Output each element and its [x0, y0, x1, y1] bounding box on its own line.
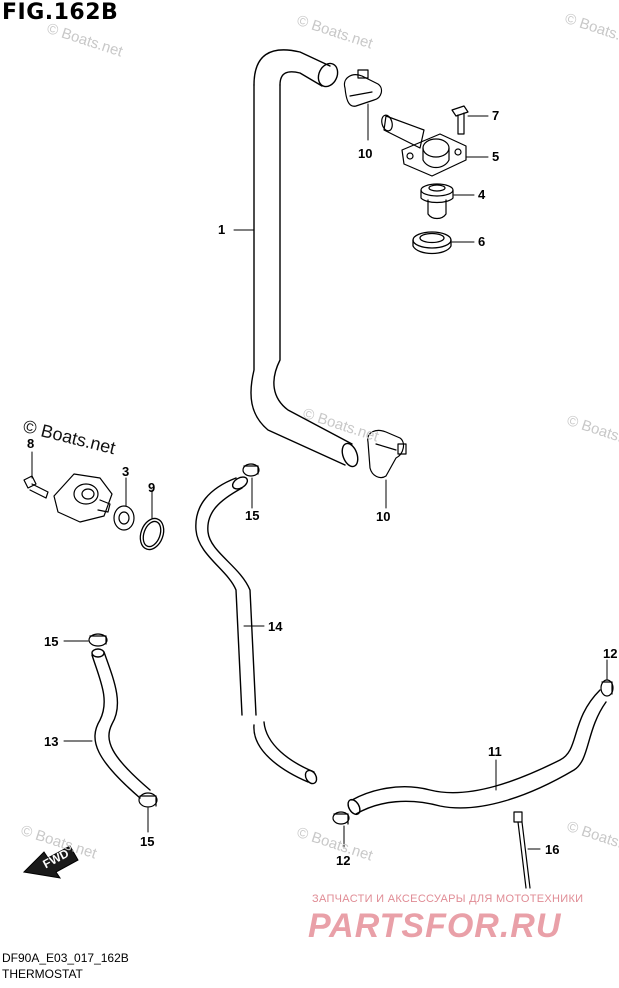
figure-title: FIG.162B — [2, 0, 119, 25]
callout-14: 14 — [268, 619, 283, 634]
promo-text: ЗАПЧАСТИ И АКСЕССУАРЫ ДЛЯ МОТОТЕХНИКИ — [312, 893, 584, 905]
clamp-15-left-top — [88, 633, 108, 647]
figure-caption: THERMOSTAT — [2, 967, 83, 981]
figure-code: DF90A_E03_017_162B — [2, 951, 129, 965]
housing-3 — [53, 473, 113, 523]
hose-14 — [195, 476, 318, 785]
callout-12-bottom: 12 — [336, 853, 351, 868]
thermostat-4 — [420, 183, 454, 220]
callout-12-right: 12 — [603, 646, 618, 661]
callout-15-left-top: 15 — [44, 634, 59, 649]
thermostat-cover-5 — [381, 114, 467, 177]
bolt-8 — [23, 475, 49, 499]
hose-1 — [250, 49, 359, 468]
callout-15-left-bottom: 15 — [140, 834, 155, 849]
callout-10-bottom: 10 — [376, 509, 391, 524]
callout-15-mid: 15 — [245, 508, 260, 523]
callout-8: 8 — [27, 436, 35, 451]
callout-3: 3 — [122, 464, 130, 479]
clamp-15-mid — [242, 463, 260, 477]
callout-11: 11 — [488, 744, 502, 759]
callout-5: 5 — [492, 149, 500, 164]
callout-4: 4 — [478, 187, 486, 202]
o-ring-9 — [139, 517, 165, 551]
callout-13: 13 — [44, 734, 59, 749]
seal-3 — [113, 505, 135, 531]
bolt-7 — [451, 105, 469, 135]
seal-ring-6 — [412, 231, 452, 255]
hose-11 — [347, 689, 607, 816]
hose-13 — [91, 648, 151, 799]
callout-6: 6 — [478, 234, 486, 249]
callout-10-top: 10 — [358, 146, 373, 161]
clamp-12-bottom — [332, 811, 350, 825]
clamp-15-left-bottom — [138, 792, 158, 808]
clamp-12-right — [600, 679, 614, 697]
brand-logo: PARTSFOR.RU — [308, 907, 562, 945]
callout-7: 7 — [492, 108, 500, 123]
clamp-10-bottom — [367, 429, 407, 479]
callout-1: 1 — [218, 222, 226, 237]
cable-tie-16 — [513, 811, 531, 889]
clamp-10-top — [343, 69, 383, 107]
callout-9: 9 — [148, 480, 156, 495]
callout-16: 16 — [545, 842, 560, 857]
leader-lines — [31, 103, 608, 850]
